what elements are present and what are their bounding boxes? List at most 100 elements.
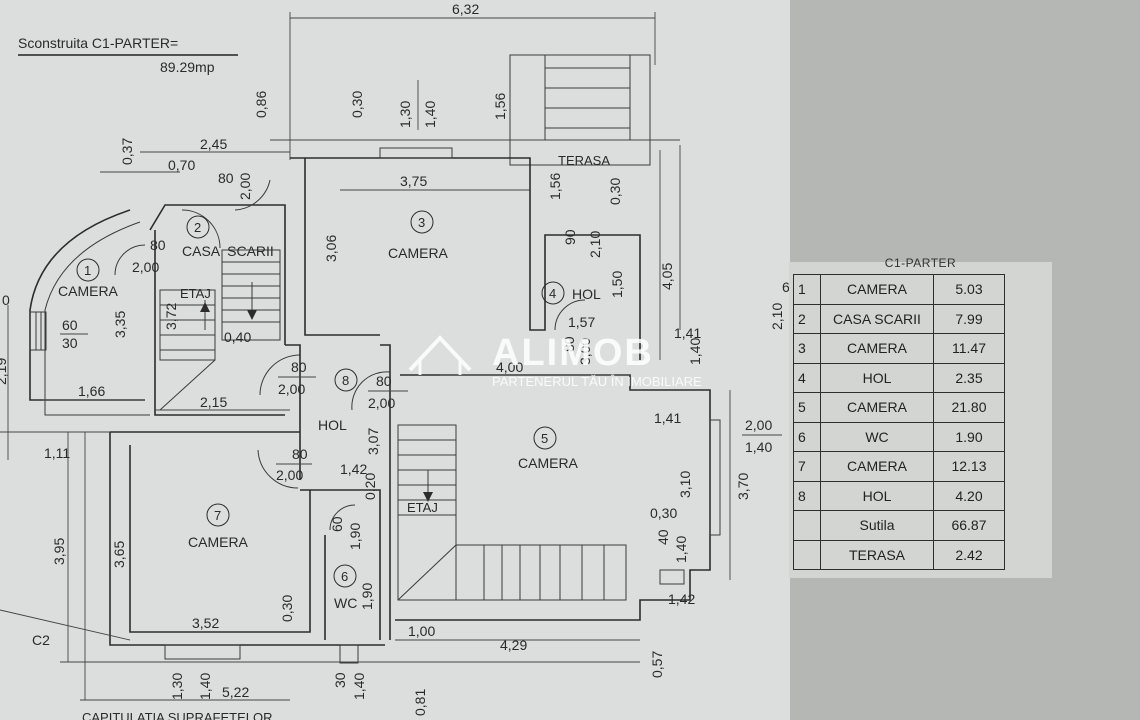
room-label-8: HOL	[318, 417, 347, 433]
svg-text:6: 6	[341, 569, 348, 584]
dim-310: 3,10	[677, 471, 693, 498]
area-row-name: HOL	[820, 480, 934, 511]
room-label-7: CAMERA	[188, 534, 249, 550]
area-row-name: HOL	[820, 362, 934, 393]
area-row-value: 7.99	[933, 303, 1005, 334]
watermark-tagline: PARTENERUL TĂU ÎN IMOBILIARE	[492, 374, 702, 389]
area-row-name: Sutila	[820, 510, 934, 541]
svg-text:1: 1	[84, 263, 91, 278]
window-wc	[339, 644, 359, 664]
stair-diagonal	[159, 359, 216, 411]
dim-right-210: 2,10	[769, 303, 785, 330]
dim-057: 0,57	[649, 651, 665, 678]
dim-30-b: 30	[332, 672, 348, 688]
area-row-value: 1.90	[933, 421, 1005, 452]
svg-text:5: 5	[541, 431, 548, 446]
stair-arrow-head	[200, 302, 210, 312]
dim-141-a: 1,41	[674, 325, 701, 341]
dim-30: 30	[62, 335, 78, 351]
area-row-index: 6	[793, 421, 821, 452]
dim-140-h: 1,40	[197, 673, 213, 700]
door-arc-top	[234, 179, 271, 211]
bottom-cut-label: CAPITULATIA SUPRAFETELOR	[82, 710, 272, 720]
area-row-value: 5.03	[933, 274, 1005, 305]
stair-left	[159, 289, 216, 361]
area-row-index: 7	[793, 451, 821, 482]
window-room3	[379, 147, 453, 159]
floor-plan-sheet: Sconstruita C1-PARTER= 89.29mp 6,32 0,86…	[0, 0, 790, 720]
etaj-main-label: ETAJ	[407, 500, 438, 515]
stair-diagonal	[397, 544, 457, 601]
room-marker-6: 6	[333, 564, 357, 588]
area-table-caption: C1-PARTER	[884, 256, 957, 270]
dim-030-c: 0,30	[279, 595, 295, 622]
area-row-value: 21.80	[933, 392, 1005, 423]
area-row-index: 4	[793, 362, 821, 393]
dim-156-top: 1,56	[492, 93, 508, 120]
stair-main-vertical	[397, 424, 457, 601]
dim-140-g: 1,40	[673, 536, 689, 563]
stair-upper	[221, 249, 281, 341]
watermark-logo: ALIMOB PARTENERUL TĂU ÎN IMOBILIARE	[408, 332, 702, 389]
dim-395: 3,95	[51, 538, 67, 565]
room-label-4: HOL	[572, 286, 601, 302]
dim-156-terasa: 1,56	[547, 173, 563, 200]
dim-157: 1,57	[568, 314, 595, 330]
dim-166: 1,66	[78, 383, 105, 399]
dim-070: 0,70	[168, 157, 195, 173]
door-arc-8b	[351, 371, 391, 411]
room-marker-4: 4	[541, 281, 565, 305]
dim-335: 3,35	[112, 311, 128, 338]
door-arc-4	[554, 299, 586, 331]
dim-line-c2	[0, 609, 131, 641]
dim-90: 90	[562, 229, 578, 245]
dim-100: 1,00	[408, 623, 435, 639]
dim-306: 3,06	[323, 235, 339, 262]
dim-left-0: 0	[2, 292, 10, 308]
room-marker-5: 5	[533, 426, 557, 450]
dim-200-b: 2,00	[132, 259, 159, 275]
area-row-value: 12.13	[933, 451, 1005, 482]
dim-150: 1,50	[609, 271, 625, 298]
dim-140-i: 1,40	[351, 673, 367, 700]
room-marker-8: 8	[334, 368, 358, 392]
wall-room5	[395, 374, 711, 621]
dim-020: 0,20	[362, 473, 378, 500]
area-row-name: CAMERA	[820, 451, 934, 482]
dim-right-6: 6	[782, 279, 790, 295]
svg-text:7: 7	[214, 508, 221, 523]
watermark-house-icon	[408, 335, 472, 372]
door-arc-2	[181, 209, 221, 249]
dim-142-b: 1,42	[668, 591, 695, 607]
wall-upper-right	[290, 157, 641, 360]
door-arc-1	[114, 244, 146, 276]
room-marker-2: 2	[186, 215, 210, 239]
svg-text:4: 4	[549, 286, 556, 301]
dim-80-d: 80	[291, 359, 307, 375]
area-row-name: WC	[820, 421, 934, 452]
dim-140-top: 1,40	[422, 101, 438, 128]
dim-081: 0,81	[412, 689, 428, 716]
dim-030-terasa: 0,30	[607, 178, 623, 205]
svg-text:8: 8	[342, 373, 349, 388]
wall-room3	[304, 158, 380, 336]
wall-room1-inner	[44, 221, 150, 416]
window-room1	[29, 311, 47, 351]
label-c2: C2	[32, 632, 50, 648]
area-row-index: 1	[793, 274, 821, 305]
dim-375: 3,75	[400, 173, 427, 189]
dim-400: 4,00	[496, 359, 523, 375]
floor-plan-drawing: Sconstruita C1-PARTER= 89.29mp 6,32 0,86…	[0, 1, 790, 720]
area-row-name: CAMERA	[820, 392, 934, 423]
dim-80-a: 80	[218, 170, 234, 186]
dim-140-f: 1,40	[745, 439, 772, 455]
svg-text:2: 2	[194, 220, 201, 235]
dim-190-a: 1,90	[347, 523, 363, 550]
area-row-index	[793, 510, 821, 541]
